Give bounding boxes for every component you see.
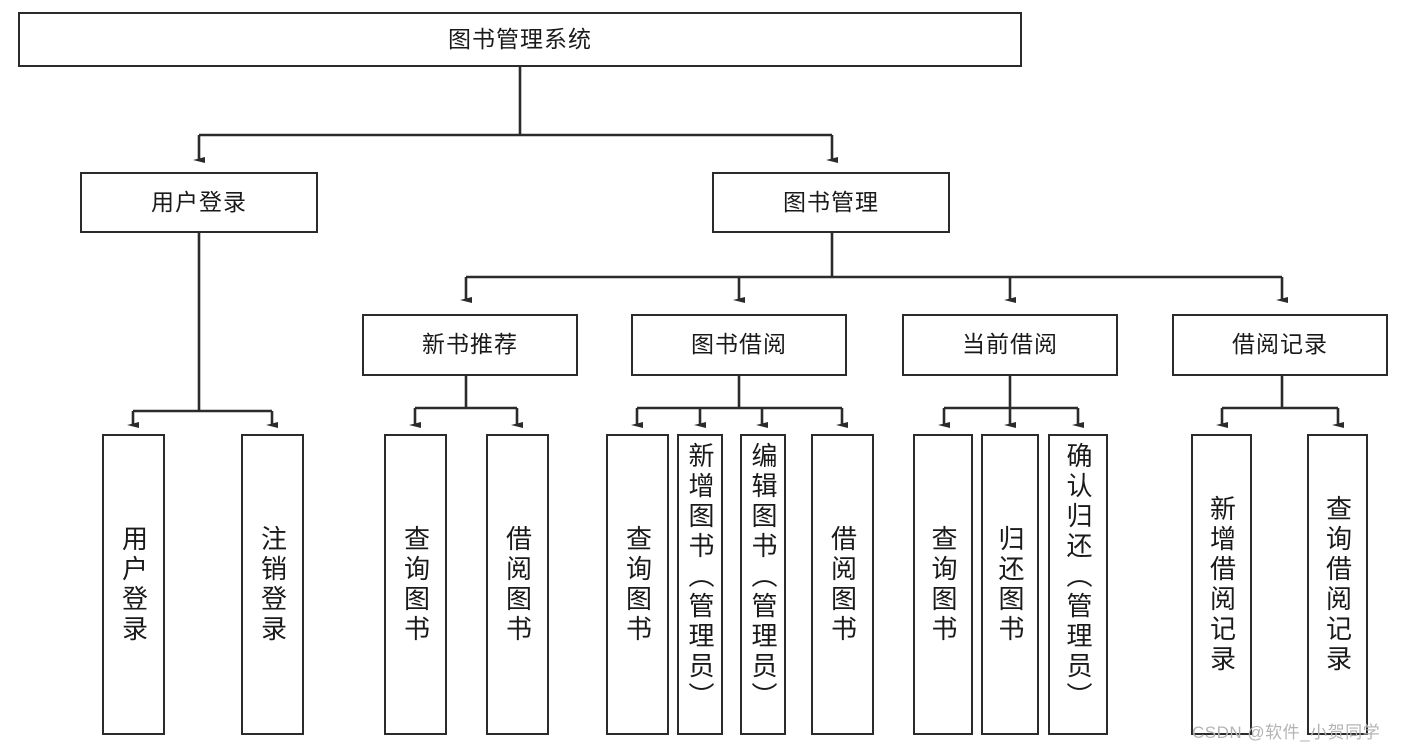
node-leaf-user-login-label: 用户登录 — [118, 524, 149, 645]
node-root-system[interactable]: 图书管理系统 — [18, 12, 1022, 67]
node-leaf-query-borrow-record[interactable]: 查询借阅记录 — [1307, 434, 1368, 735]
node-borrow-record-label: 借阅记录 — [1232, 331, 1328, 358]
node-leaf-query-book-current-label: 查询图书 — [928, 524, 958, 645]
csdn-watermark: CSDN @软件_小贺同学 — [1192, 723, 1381, 742]
node-leaf-add-borrow-record[interactable]: 新增借阅记录 — [1191, 434, 1252, 735]
node-leaf-user-login[interactable]: 用户登录 — [102, 434, 165, 735]
node-book-borrow-label: 图书借阅 — [691, 331, 787, 358]
node-user-login[interactable]: 用户登录 — [80, 172, 318, 233]
node-leaf-edit-book-admin-label: 编辑图书（管理员） — [748, 442, 778, 712]
node-leaf-query-borrow-record-label: 查询借阅记录 — [1322, 494, 1353, 675]
node-user-login-label: 用户登录 — [151, 188, 247, 215]
node-leaf-logout-label: 注销登录 — [257, 524, 288, 645]
node-leaf-query-book-borrow-label: 查询图书 — [622, 524, 653, 645]
node-leaf-borrow-book-recommend-label: 借阅图书 — [502, 524, 533, 645]
node-leaf-return-book-label: 归还图书 — [995, 524, 1025, 645]
node-leaf-borrow-book[interactable]: 借阅图书 — [811, 434, 874, 735]
node-root-system-label: 图书管理系统 — [448, 25, 592, 52]
node-current-borrow[interactable]: 当前借阅 — [902, 314, 1118, 376]
node-book-borrow[interactable]: 图书借阅 — [631, 314, 847, 376]
node-leaf-confirm-return-admin[interactable]: 确认归还（管理员） — [1048, 434, 1108, 735]
node-leaf-query-book-borrow[interactable]: 查询图书 — [606, 434, 669, 735]
node-leaf-add-book-admin[interactable]: 新增图书（管理员） — [677, 434, 723, 735]
node-leaf-add-borrow-record-label: 新增借阅记录 — [1206, 494, 1237, 675]
node-leaf-query-book-current[interactable]: 查询图书 — [913, 434, 973, 735]
node-leaf-borrow-book-label: 借阅图书 — [827, 524, 858, 645]
node-book-management-label: 图书管理 — [783, 188, 879, 215]
node-leaf-return-book[interactable]: 归还图书 — [981, 434, 1039, 735]
node-leaf-logout[interactable]: 注销登录 — [241, 434, 304, 735]
node-leaf-query-book-recommend[interactable]: 查询图书 — [384, 434, 447, 735]
node-new-book-recommend[interactable]: 新书推荐 — [362, 314, 578, 376]
node-book-management[interactable]: 图书管理 — [712, 172, 950, 233]
node-leaf-edit-book-admin[interactable]: 编辑图书（管理员） — [740, 434, 786, 735]
node-leaf-borrow-book-recommend[interactable]: 借阅图书 — [486, 434, 549, 735]
node-current-borrow-label: 当前借阅 — [962, 331, 1058, 358]
node-borrow-record[interactable]: 借阅记录 — [1172, 314, 1388, 376]
node-leaf-confirm-return-admin-label: 确认归还（管理员） — [1063, 442, 1093, 712]
node-leaf-query-book-recommend-label: 查询图书 — [400, 524, 431, 645]
node-leaf-add-book-admin-label: 新增图书（管理员） — [685, 442, 715, 712]
node-new-book-recommend-label: 新书推荐 — [422, 331, 518, 358]
